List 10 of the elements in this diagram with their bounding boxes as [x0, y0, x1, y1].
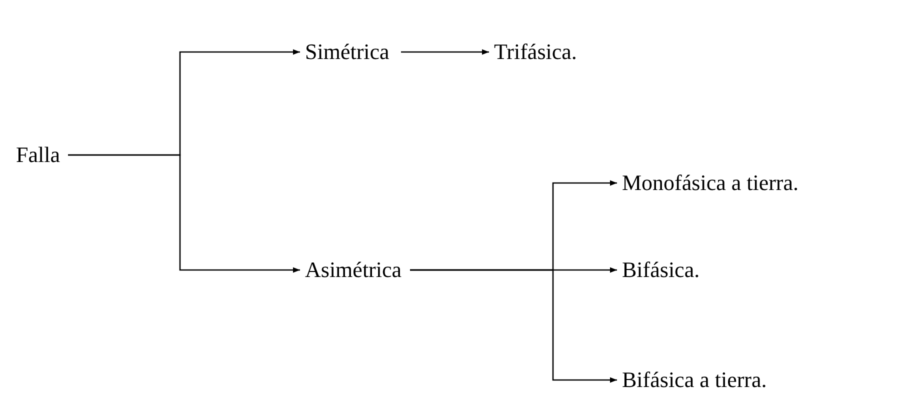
node-label: Asimétrica — [303, 257, 404, 283]
node-label: Bifásica. — [620, 257, 702, 283]
arrow — [68, 154, 300, 273]
node-label: Simétrica — [303, 39, 392, 65]
node-label: Falla — [14, 142, 62, 168]
node-label: Bifásica a tierra. — [620, 367, 769, 393]
node-label: Trifásica. — [492, 39, 579, 65]
node-label: Monofásica a tierra. — [620, 170, 801, 196]
arrow — [401, 49, 489, 55]
arrow — [410, 269, 617, 383]
